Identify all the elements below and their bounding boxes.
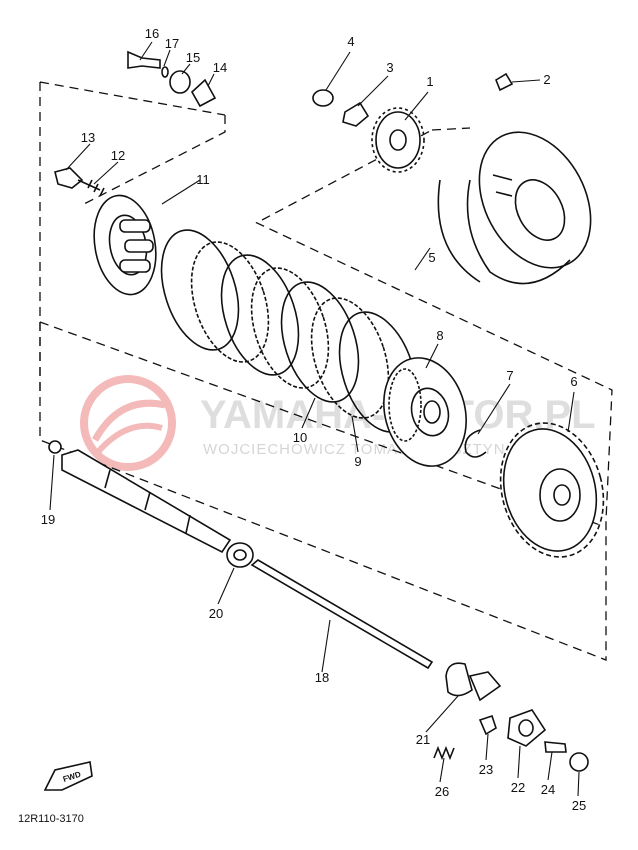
key (495, 72, 514, 92)
main-shaft (61, 449, 232, 554)
callout-14: 14 (213, 60, 227, 75)
callout-21: 21 (416, 732, 430, 747)
small-hardware-top (312, 72, 514, 127)
callout-2: 2 (543, 72, 550, 87)
callout-3: 3 (386, 60, 393, 75)
circlip (464, 429, 487, 458)
callout-23: 23 (479, 762, 493, 777)
callout-7: 7 (506, 368, 513, 383)
ball (48, 440, 62, 454)
bolt-23 (478, 714, 497, 736)
nut-4 (312, 89, 334, 107)
adjusting-screw (544, 741, 567, 753)
oil-seal (226, 542, 254, 568)
callout-22: 22 (511, 780, 525, 795)
callout-24: 24 (541, 782, 555, 797)
nut-25 (569, 752, 589, 772)
pressure-plate (93, 194, 157, 296)
bolt-washer-nut-set (127, 50, 217, 108)
callout-labels: 1 2 3 4 5 6 7 8 9 10 11 12 13 14 15 16 1… (41, 26, 586, 813)
callout-26: 26 (435, 784, 449, 799)
callout-9: 9 (354, 454, 361, 469)
lock-washer-3 (342, 101, 370, 127)
forward-direction-marker: FWD (43, 761, 93, 791)
callout-10: 10 (293, 430, 307, 445)
callout-19: 19 (41, 512, 55, 527)
watermark-logo (80, 375, 176, 471)
clutch-boss-hub (383, 357, 467, 467)
drawing-code: 12R110-3170 (18, 813, 84, 825)
leader-lines (49, 41, 580, 797)
upper-boundary (39, 81, 471, 395)
push-rod (250, 559, 434, 670)
drive-gear (371, 107, 425, 173)
primary-driven-gear-housing (437, 131, 592, 285)
callout-8: 8 (436, 328, 443, 343)
callout-17: 17 (165, 36, 179, 51)
spring-26 (433, 745, 455, 761)
callout-13: 13 (81, 130, 95, 145)
cover (507, 709, 547, 747)
callout-15: 15 (186, 50, 200, 65)
callout-11: 11 (196, 172, 210, 187)
push-lever-shaft (445, 662, 502, 702)
callout-16: 16 (145, 26, 159, 41)
callout-25: 25 (572, 798, 586, 813)
callout-12: 12 (111, 148, 125, 163)
callout-1: 1 (426, 74, 433, 89)
clutch-boss (499, 422, 605, 558)
callout-4: 4 (347, 34, 354, 49)
callout-5: 5 (428, 250, 435, 265)
callout-18: 18 (315, 670, 329, 685)
lower-small-parts (433, 709, 589, 772)
callout-6: 6 (570, 374, 577, 389)
callout-20: 20 (209, 606, 223, 621)
